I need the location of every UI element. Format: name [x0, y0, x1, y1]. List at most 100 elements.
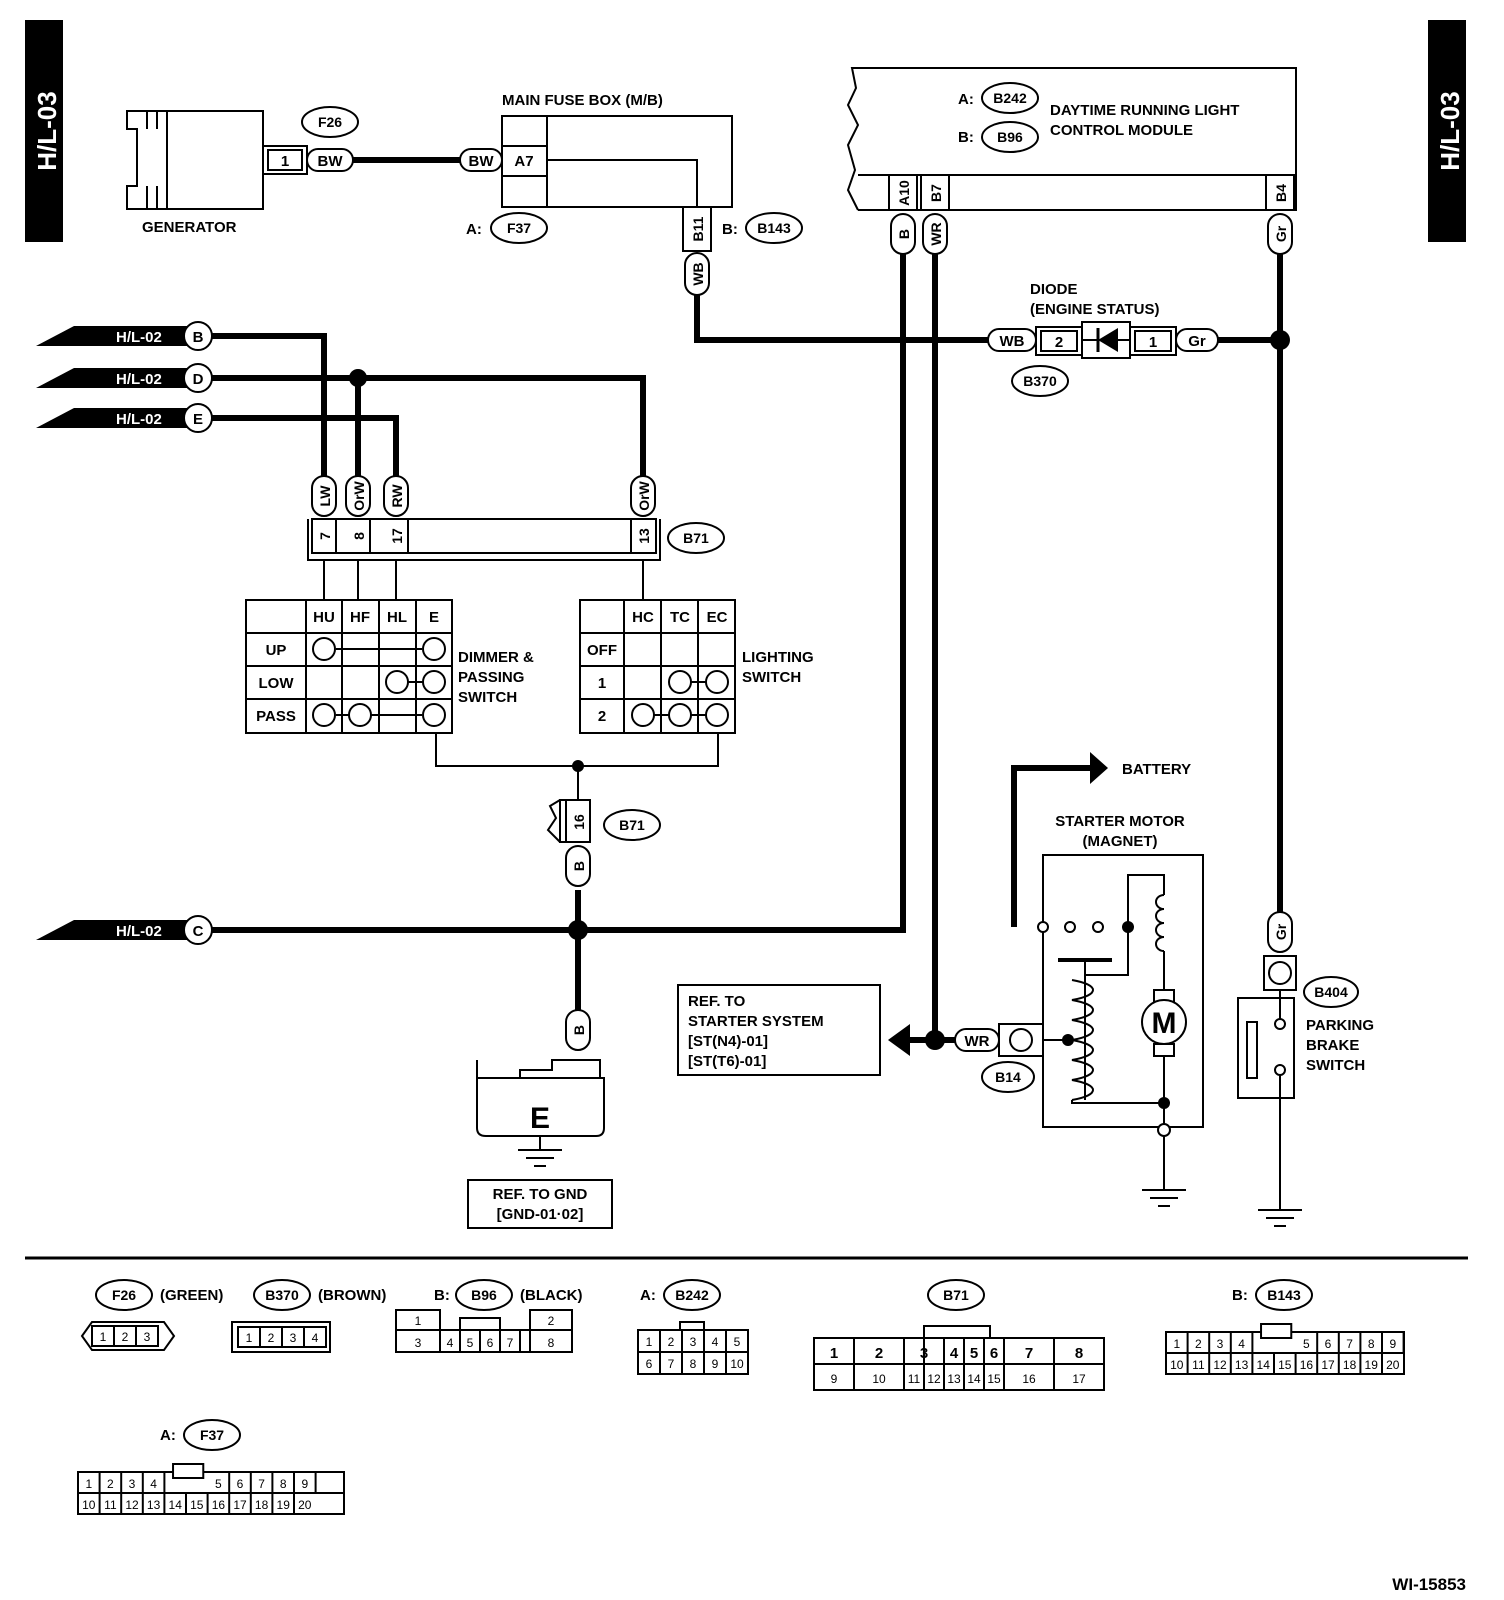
legend-pin: 20 [298, 1498, 312, 1512]
svg-text:8: 8 [548, 1336, 555, 1350]
legend-pin: 6 [237, 1477, 244, 1491]
legend-pin: 18 [255, 1498, 269, 1512]
page-tab-left: H/L-03 [25, 20, 63, 242]
legend-pin: 16 [1300, 1358, 1314, 1372]
svg-text:(ENGINE STATUS): (ENGINE STATUS) [1030, 301, 1159, 318]
connector-legend: F26 (GREEN) 1 2 3 B370 (BROWN) 1 2 3 4 [77, 1279, 1405, 1515]
legend-pin: 19 [277, 1498, 291, 1512]
svg-text:(BROWN): (BROWN) [318, 1287, 386, 1304]
svg-text:16: 16 [571, 814, 587, 830]
svg-text:H/L-02: H/L-02 [116, 329, 162, 346]
svg-text:HC: HC [632, 609, 654, 626]
svg-text:EC: EC [707, 609, 728, 626]
starter-motor: BATTERY STARTER MOTOR (MAGNET) M [1037, 752, 1204, 1207]
svg-text:6: 6 [990, 1345, 998, 1362]
svg-text:10: 10 [872, 1372, 886, 1386]
lighting-switch: HC TC EC OFF 1 2 LIGHTING SWITCH [579, 599, 814, 734]
svg-text:SWITCH: SWITCH [1306, 1057, 1365, 1074]
svg-text:B143: B143 [1267, 1287, 1301, 1303]
svg-text:WR: WR [928, 222, 944, 245]
legend-pin: 17 [1321, 1358, 1335, 1372]
svg-text:STARTER MOTOR: STARTER MOTOR [1055, 813, 1185, 830]
harness-ref-d: H/L-02 D [36, 363, 213, 393]
svg-text:7: 7 [668, 1357, 675, 1371]
svg-text:H/L-02: H/L-02 [116, 923, 162, 940]
svg-text:B: B [571, 861, 587, 871]
svg-text:A:: A: [958, 91, 974, 108]
legend-pin: 3 [1217, 1337, 1224, 1351]
svg-text:11: 11 [908, 1372, 921, 1386]
svg-text:17: 17 [1072, 1372, 1086, 1386]
legend-pin: 15 [190, 1498, 204, 1512]
svg-text:1: 1 [100, 1330, 107, 1344]
svg-text:1: 1 [830, 1345, 838, 1362]
svg-text:B11: B11 [690, 216, 706, 241]
starter-system-ref: REF. TO STARTER SYSTEM [ST(N4)-01] [ST(T… [677, 984, 1068, 1093]
svg-text:B14: B14 [995, 1069, 1021, 1085]
drl-control-module: A: B242 B: B96 DAYTIME RUNNING LIGHT CON… [846, 67, 1297, 255]
svg-text:7: 7 [317, 532, 333, 540]
svg-text:6: 6 [487, 1336, 494, 1350]
svg-text:4: 4 [312, 1331, 319, 1345]
harness-ref-b: H/L-02 B [36, 321, 213, 351]
svg-text:B:: B: [434, 1287, 450, 1304]
svg-text:WR: WR [965, 1033, 990, 1050]
legend-connector-f26: F26 (GREEN) 1 2 3 [80, 1279, 223, 1351]
legend-pin: 12 [125, 1498, 139, 1512]
svg-text:3: 3 [144, 1330, 151, 1344]
legend-pin: 10 [82, 1498, 96, 1512]
svg-text:1: 1 [1149, 334, 1157, 351]
combo-switch-connector: LW OrW RW OrW 7 8 17 13 B71 [307, 475, 725, 561]
svg-text:H/L-03: H/L-03 [32, 91, 62, 170]
legend-pin: 5 [215, 1477, 222, 1491]
svg-text:14: 14 [967, 1372, 981, 1386]
svg-text:M: M [1152, 1007, 1177, 1040]
svg-text:OFF: OFF [587, 642, 617, 659]
svg-text:B404: B404 [1314, 984, 1348, 1000]
svg-text:2: 2 [668, 1335, 675, 1349]
legend-pin: 6 [1325, 1337, 1332, 1351]
legend-pin: 17 [233, 1498, 247, 1512]
svg-text:B242: B242 [675, 1287, 709, 1303]
ground-point: B E REF. TO GND [GND-01·02] [467, 1009, 613, 1229]
svg-text:B71: B71 [943, 1287, 969, 1303]
svg-text:B96: B96 [997, 129, 1023, 145]
svg-text:3: 3 [690, 1335, 697, 1349]
svg-text:5: 5 [970, 1345, 978, 1362]
svg-text:UP: UP [266, 642, 287, 659]
svg-text:B:: B: [958, 129, 974, 146]
svg-text:1: 1 [646, 1335, 653, 1349]
page-tab-right: H/L-03 [1428, 20, 1466, 242]
svg-text:WB: WB [690, 262, 706, 285]
svg-text:B96: B96 [471, 1287, 497, 1303]
legend-pin: 4 [150, 1477, 157, 1491]
svg-text:4: 4 [950, 1345, 959, 1362]
svg-text:7: 7 [1025, 1345, 1033, 1362]
svg-text:2: 2 [548, 1314, 555, 1328]
svg-text:PASS: PASS [256, 708, 296, 725]
legend-pin: 7 [258, 1477, 265, 1491]
diode-engine-status: DIODE (ENGINE STATUS) WB 2 1 Gr B370 [987, 281, 1219, 397]
svg-text:GENERATOR: GENERATOR [142, 219, 237, 236]
legend-pin: 8 [280, 1477, 287, 1491]
svg-text:SWITCH: SWITCH [458, 689, 517, 706]
svg-text:TC: TC [670, 609, 690, 626]
svg-text:7: 7 [507, 1336, 514, 1350]
svg-text:F37: F37 [507, 220, 531, 236]
svg-text:RW: RW [389, 484, 405, 508]
svg-text:H/L-03: H/L-03 [1435, 91, 1465, 170]
svg-text:17: 17 [389, 528, 405, 544]
svg-text:2: 2 [875, 1345, 883, 1362]
svg-text:C: C [193, 923, 204, 940]
legend-connector-b96: B: B96 (BLACK) 1 2 3 4 5 6 7 8 [395, 1279, 582, 1353]
svg-text:8: 8 [351, 532, 367, 540]
legend-pin: 14 [1257, 1358, 1271, 1372]
legend-pin: 8 [1368, 1337, 1375, 1351]
parking-brake-switch: Gr B404 PARKING BRAKE SWITCH [1237, 911, 1374, 1227]
svg-text:OrW: OrW [636, 480, 652, 510]
svg-text:B:: B: [722, 221, 738, 238]
svg-text:13: 13 [636, 528, 652, 544]
legend-pin: 16 [212, 1498, 226, 1512]
harness-ref-e: H/L-02 E [36, 403, 213, 433]
